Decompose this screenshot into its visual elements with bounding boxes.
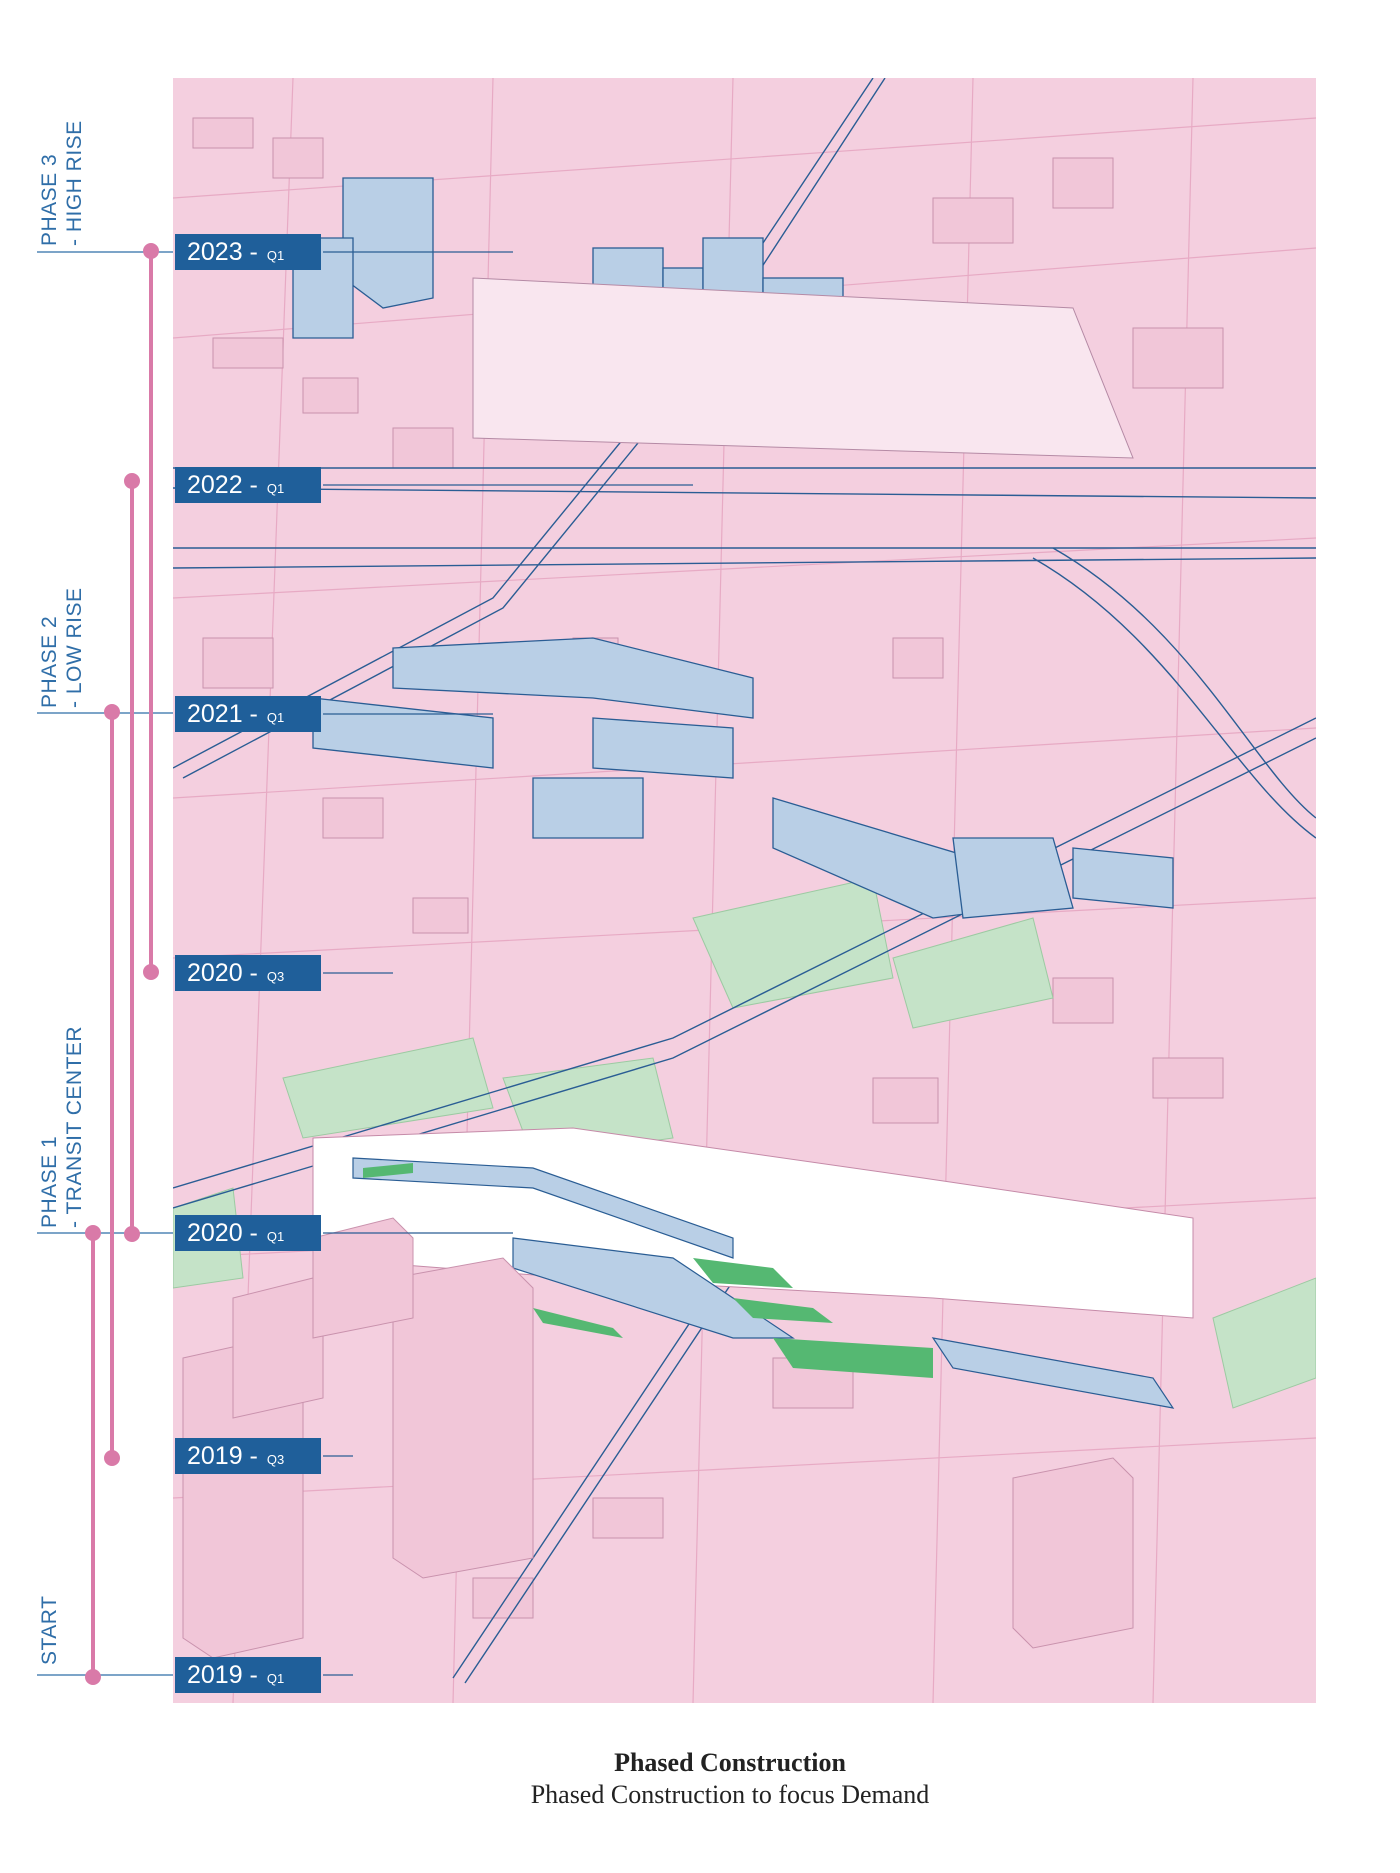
start-label: START xyxy=(37,1596,62,1665)
phase-3-label: PHASE 3 - HIGH RISE xyxy=(37,120,87,246)
caption-subtitle: Phased Construction to focus Demand xyxy=(380,1780,1080,1810)
phase-1-title: PHASE 1 xyxy=(37,1026,62,1228)
milestone-year: 2023 - xyxy=(187,238,258,266)
milestone-quarter: Q1 xyxy=(267,1229,284,1244)
milestone-quarter: Q1 xyxy=(267,1671,284,1686)
milestone-year: 2020 - xyxy=(187,959,258,987)
phase-2-title: PHASE 2 xyxy=(37,587,62,708)
milestone-year: 2019 - xyxy=(187,1661,258,1689)
milestone-2019-q3: 2019 - Q3 xyxy=(175,1438,321,1474)
phase-1-subtitle: - TRANSIT CENTER xyxy=(62,1026,87,1228)
axonometric-site-map xyxy=(173,78,1316,1703)
milestone-year: 2022 - xyxy=(187,471,258,499)
milestone-2020-q1: 2020 - Q1 xyxy=(175,1215,321,1251)
phase-3-subtitle: - HIGH RISE xyxy=(62,120,87,246)
milestone-year: 2021 - xyxy=(187,700,258,728)
phase2-low-rise xyxy=(313,638,1173,918)
phase-1-label: PHASE 1 - TRANSIT CENTER xyxy=(37,1026,87,1228)
milestone-quarter: Q1 xyxy=(267,248,284,263)
phase-2-label: PHASE 2 - LOW RISE xyxy=(37,587,87,708)
caption-title: Phased Construction xyxy=(380,1748,1080,1778)
milestone-2022-q1: 2022 - Q1 xyxy=(175,467,321,503)
milestone-year: 2019 - xyxy=(187,1442,258,1470)
milestone-quarter: Q3 xyxy=(267,1452,284,1467)
site-map-drawing xyxy=(173,78,1316,1703)
start-title: START xyxy=(37,1596,62,1665)
milestone-2019-q1: 2019 - Q1 xyxy=(175,1657,321,1693)
milestone-2023-q1: 2023 - Q1 xyxy=(175,234,321,270)
milestone-quarter: Q1 xyxy=(267,481,284,496)
milestone-quarter: Q1 xyxy=(267,710,284,725)
phase-3-title: PHASE 3 xyxy=(37,120,62,246)
phase-2-subtitle: - LOW RISE xyxy=(62,587,87,708)
milestone-2021-q1: 2021 - Q1 xyxy=(175,696,321,732)
milestone-year: 2020 - xyxy=(187,1219,258,1247)
milestone-quarter: Q3 xyxy=(267,969,284,984)
milestone-2020-q3: 2020 - Q3 xyxy=(175,955,321,991)
